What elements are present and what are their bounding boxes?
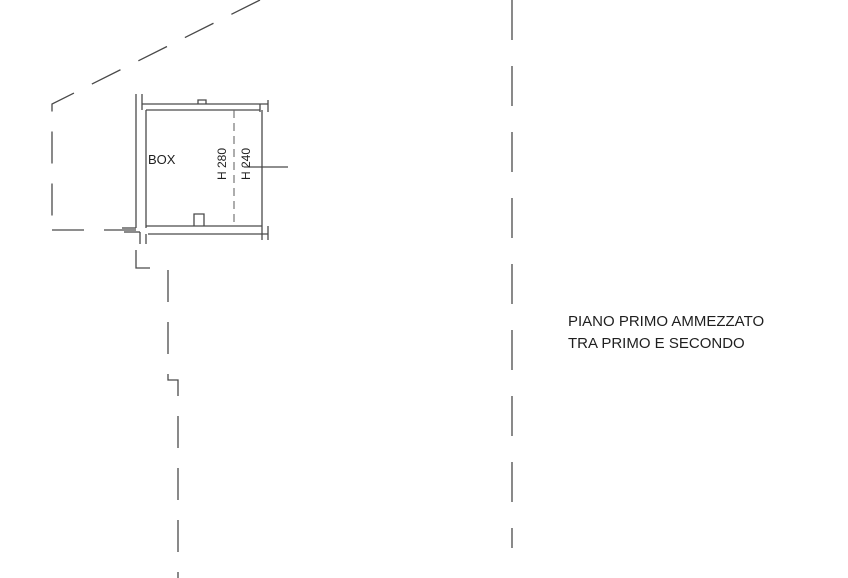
neighbour-outline [51, 0, 261, 231]
caption-line-2: TRA PRIMO E SECONDO [568, 335, 745, 352]
room-label-box: BOX [148, 152, 176, 167]
lower-outline [135, 250, 179, 578]
box-room-walls [122, 94, 288, 244]
caption-line-1: PIANO PRIMO AMMEZZATO [568, 313, 764, 330]
height-label-280: H 280 [215, 148, 229, 180]
height-label-240: H 240 [239, 148, 253, 180]
